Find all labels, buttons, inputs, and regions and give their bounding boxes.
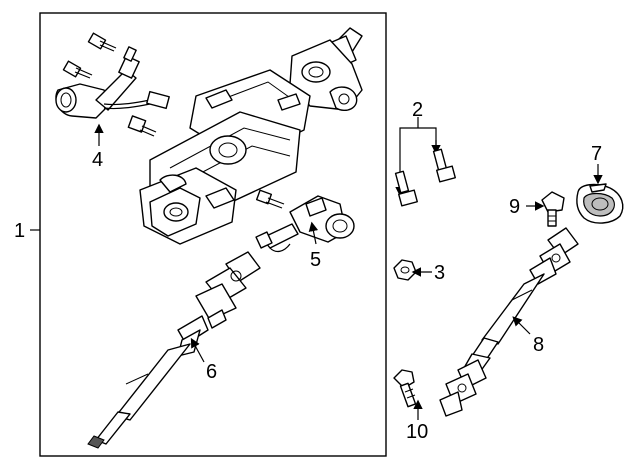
callout-8: 8: [533, 334, 544, 356]
bolt-4c: [127, 115, 157, 137]
callout-arrow-8: [512, 316, 531, 335]
callout-5: 5: [310, 249, 321, 271]
bolt-4a: [87, 32, 117, 52]
callout-7: 7: [591, 143, 602, 165]
callout-4: 4: [92, 149, 103, 171]
part-8-intermediate-shaft: [439, 227, 579, 417]
callout-2: 2: [412, 99, 423, 121]
part-3-nut: [393, 259, 417, 281]
bolt-4b: [62, 60, 93, 79]
bolt-5a: [255, 189, 285, 209]
part-4-sensor: [55, 32, 170, 137]
callout-1: 1: [14, 220, 25, 242]
bolt-2b: [432, 148, 456, 183]
part-2-bolts: [394, 117, 456, 207]
callout-arrow-5: [308, 221, 319, 245]
callout-6: 6: [206, 361, 217, 383]
part-6-shaft: [87, 251, 261, 449]
part-5-sensor: [255, 189, 355, 253]
part-7-seal: [576, 183, 624, 224]
bolt-2a: [394, 170, 418, 207]
assembly-frame: [39, 12, 387, 457]
callout-10: 10: [406, 421, 428, 443]
part-10-bolt: [393, 369, 417, 408]
steering-column-housing: [139, 27, 363, 245]
callout-3: 3: [434, 262, 445, 284]
part-9-bolt: [541, 191, 565, 227]
callout-arrow-6: [190, 337, 205, 363]
callout-9: 9: [509, 196, 520, 218]
